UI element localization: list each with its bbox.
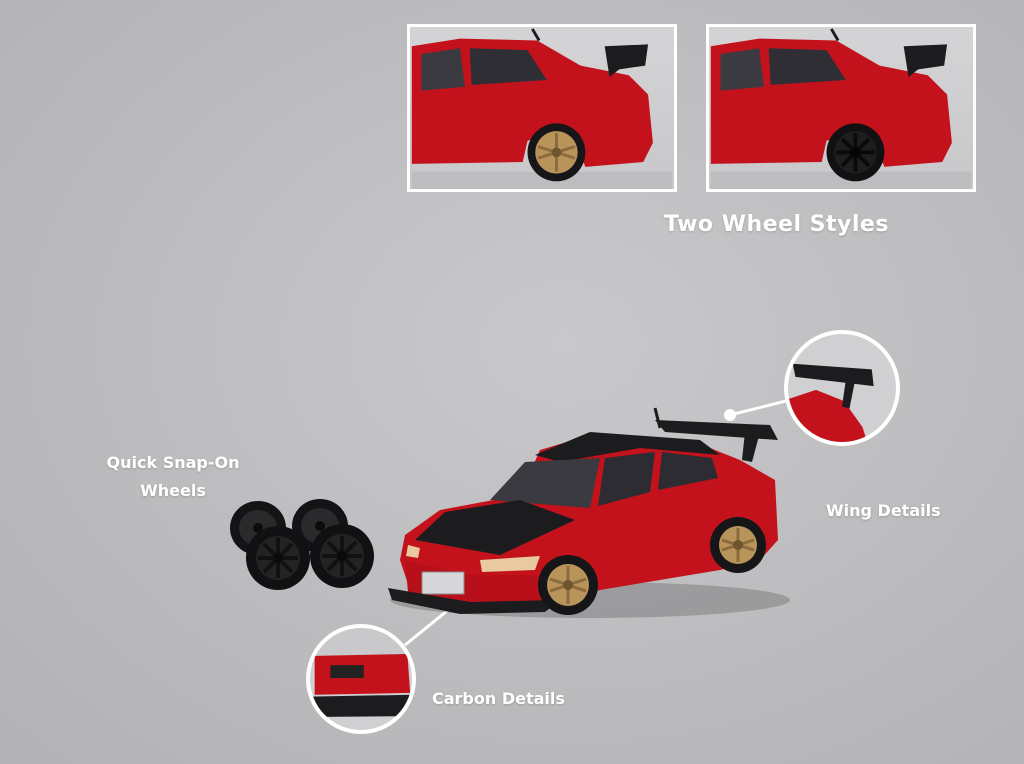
- carbon-details-label: Carbon Details: [432, 689, 565, 708]
- carbon-detail-circle: [306, 624, 416, 734]
- headline: Two Wheel Styles: [664, 212, 889, 237]
- wheel-style-black-thumbnail: [706, 24, 976, 192]
- quick-snap-on-wheels-label: Quick Snap-On Wheels: [106, 453, 240, 500]
- spare-wheels-group: [230, 499, 374, 590]
- spare-wheel: [246, 526, 310, 590]
- main-car: [388, 407, 790, 618]
- wing-connector-dot: [724, 409, 736, 421]
- wing-detail-circle: [784, 330, 900, 446]
- wing-details-label: Wing Details: [826, 501, 941, 520]
- wing-connector-line: [729, 398, 791, 417]
- spare-wheel: [310, 524, 374, 588]
- wheel-style-gold-thumbnail: [407, 24, 677, 192]
